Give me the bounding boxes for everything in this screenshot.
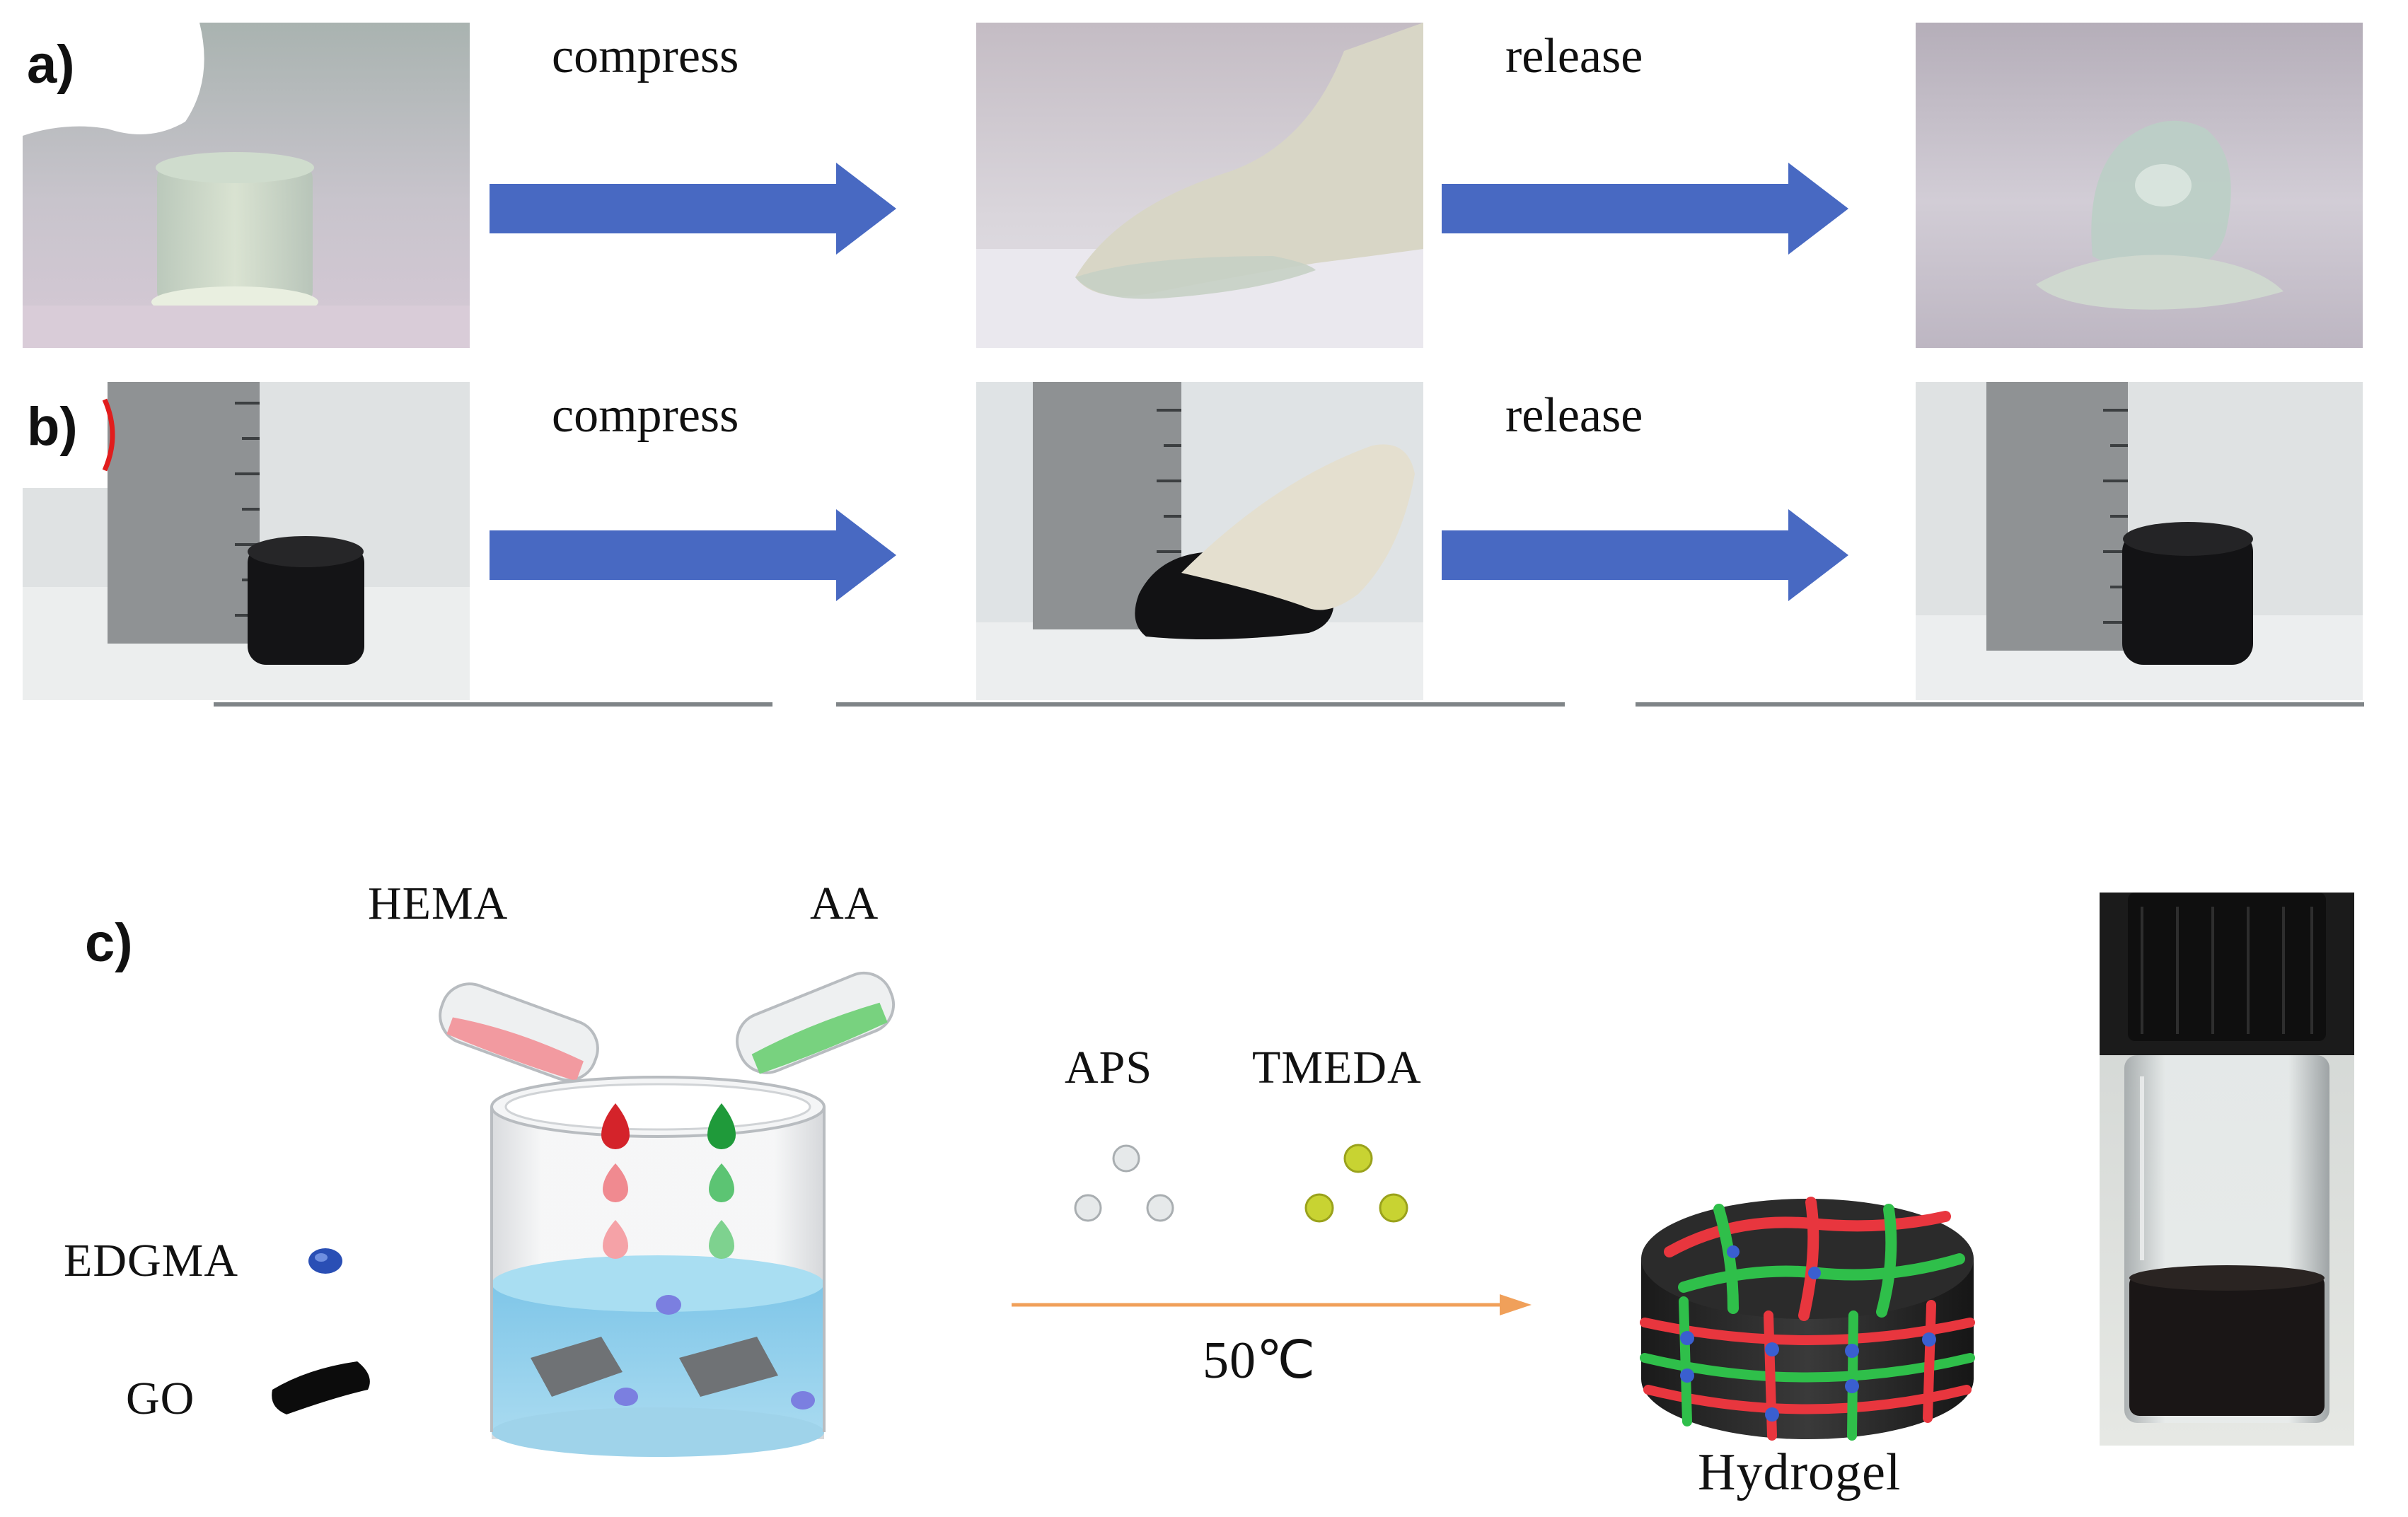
release-label-a: release	[1505, 29, 1643, 83]
tmeda-label: TMEDA	[1252, 1042, 1422, 1093]
aps-particles-icon	[1074, 1144, 1174, 1222]
hema-label: HEMA	[368, 878, 509, 929]
compress-label-b: compress	[552, 388, 739, 443]
panel-a-letter: a)	[27, 35, 75, 95]
hydrogel-disk-illustration	[1640, 1197, 1975, 1441]
divider	[214, 702, 2364, 707]
hydrogel-label: Hydrogel	[1698, 1443, 1901, 1501]
edgma-molecule-icon	[308, 1248, 342, 1274]
photo-vial	[2100, 893, 2354, 1446]
reaction-beaker-illustration	[439, 971, 896, 1457]
panel-c-letter: c)	[85, 913, 133, 973]
photo-b-compressed	[976, 382, 1423, 700]
release-label-b: release	[1505, 388, 1643, 443]
edgma-label: EDGMA	[64, 1235, 238, 1286]
reaction-arrow-icon	[1012, 1294, 1532, 1315]
panel-b-letter: b)	[27, 397, 78, 457]
photo-b-initial	[23, 382, 470, 700]
go-sheet-icon	[272, 1361, 370, 1414]
aps-label: APS	[1065, 1042, 1153, 1093]
arrow-right-icon	[1442, 509, 1848, 601]
photo-a-initial	[23, 23, 470, 348]
tmeda-particles-icon	[1304, 1144, 1408, 1223]
arrow-right-icon	[490, 509, 896, 601]
red-bracket-icon	[102, 398, 115, 472]
arrow-right-icon	[490, 163, 896, 255]
photo-a-compressed	[976, 23, 1423, 348]
photo-a-released	[1916, 23, 2363, 348]
photo-b-released	[1916, 382, 2363, 700]
temperature-label: 50℃	[1203, 1332, 1316, 1390]
arrow-right-icon	[1442, 163, 1848, 255]
aa-label: AA	[810, 878, 879, 929]
compress-label-a: compress	[552, 29, 739, 83]
go-label: GO	[126, 1373, 195, 1424]
